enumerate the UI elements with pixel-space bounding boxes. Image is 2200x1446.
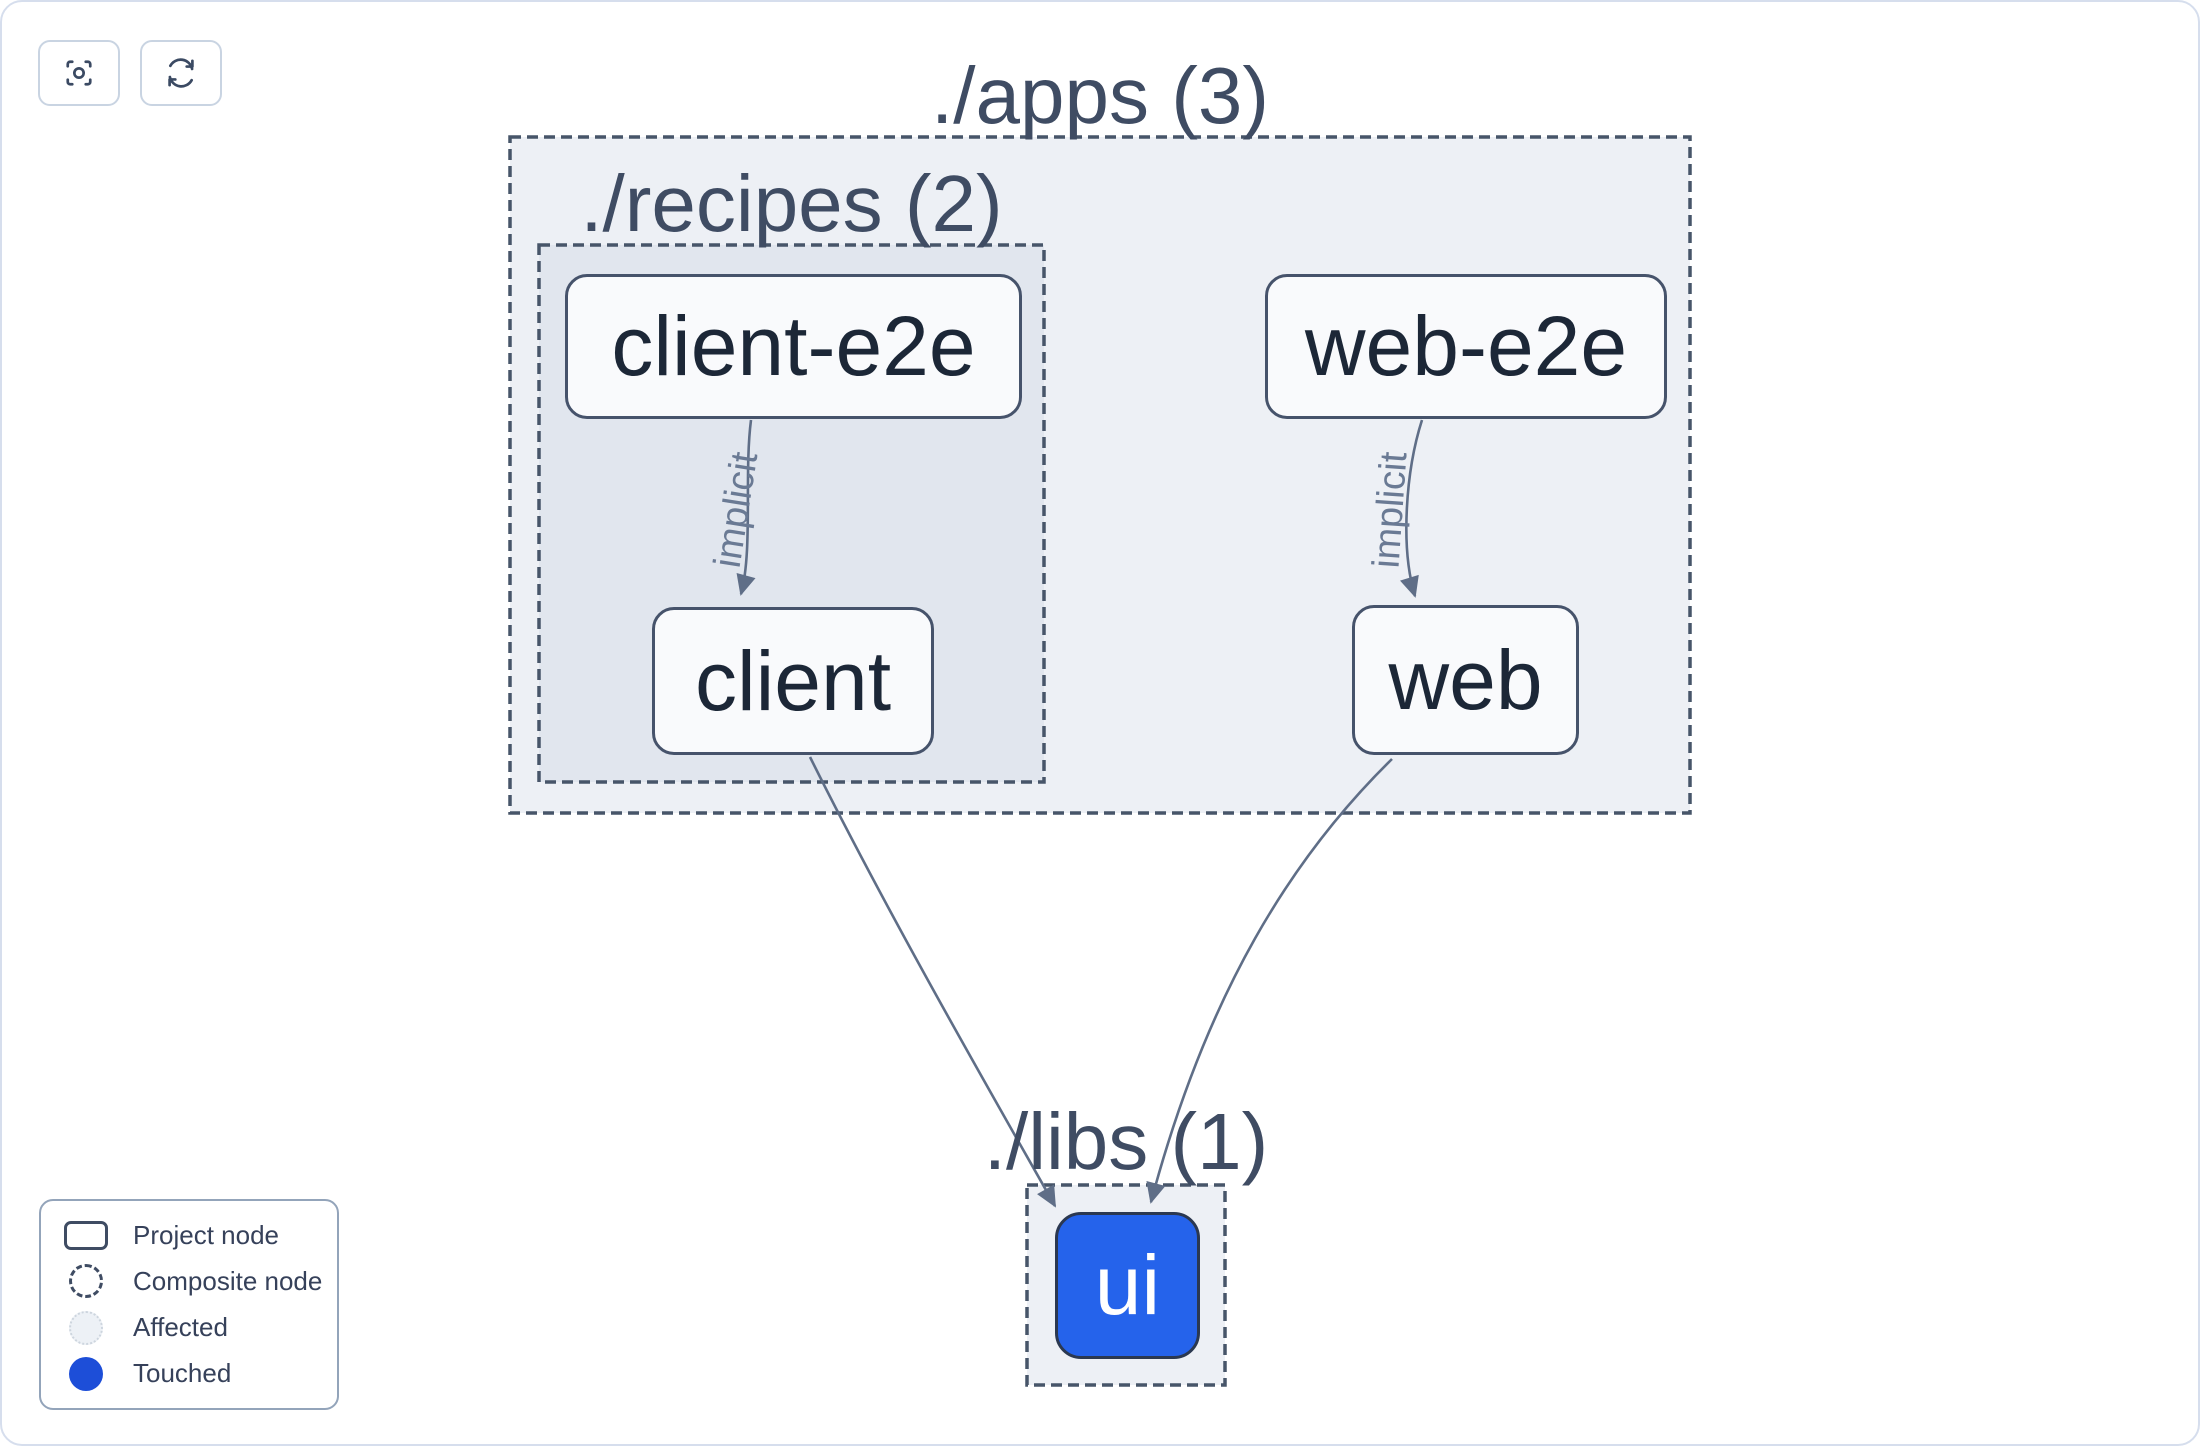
node-label: client — [694, 633, 892, 728]
node-label: web-e2e — [1304, 299, 1628, 393]
edge-label-implicit-2[interactable]: implicit — [1365, 450, 1416, 570]
legend-panel: Project node Composite node Affected Tou… — [39, 1199, 339, 1410]
center-graph-icon — [66, 60, 92, 86]
legend-item-touched: Touched — [55, 1351, 323, 1397]
edge-web-ui[interactable] — [1146, 758, 1393, 1204]
legend-label: Project node — [133, 1219, 279, 1250]
composite-node-swatch — [55, 1264, 117, 1299]
center-graph-button[interactable] — [38, 40, 120, 106]
affected-swatch — [55, 1310, 117, 1345]
legend-item-composite-node: Composite node — [55, 1258, 323, 1304]
edge-client-ui[interactable] — [808, 756, 1057, 1208]
toolbar — [38, 40, 222, 106]
refresh-button[interactable] — [140, 40, 222, 106]
refresh-icon — [168, 58, 194, 88]
edge-web-e2e-web[interactable] — [1400, 419, 1424, 598]
legend-label: Composite node — [133, 1265, 323, 1296]
node-client-e2e[interactable]: client-e2e — [565, 274, 1022, 419]
node-label: web — [1388, 632, 1543, 727]
node-ui[interactable]: ui — [1055, 1212, 1200, 1359]
node-label: client-e2e — [611, 299, 976, 393]
node-label: ui — [1094, 1238, 1161, 1332]
project-node-swatch — [55, 1220, 117, 1250]
node-web[interactable]: web — [1352, 605, 1579, 755]
edge-client-e2e-client[interactable] — [736, 419, 756, 596]
touched-swatch — [55, 1356, 117, 1391]
legend-item-project-node: Project node — [55, 1212, 323, 1258]
legend-item-affected: Affected — [55, 1305, 323, 1351]
node-web-e2e[interactable]: web-e2e — [1265, 274, 1667, 419]
legend-label: Touched — [133, 1358, 232, 1389]
legend-label: Affected — [133, 1312, 228, 1343]
node-client[interactable]: client — [652, 607, 934, 755]
